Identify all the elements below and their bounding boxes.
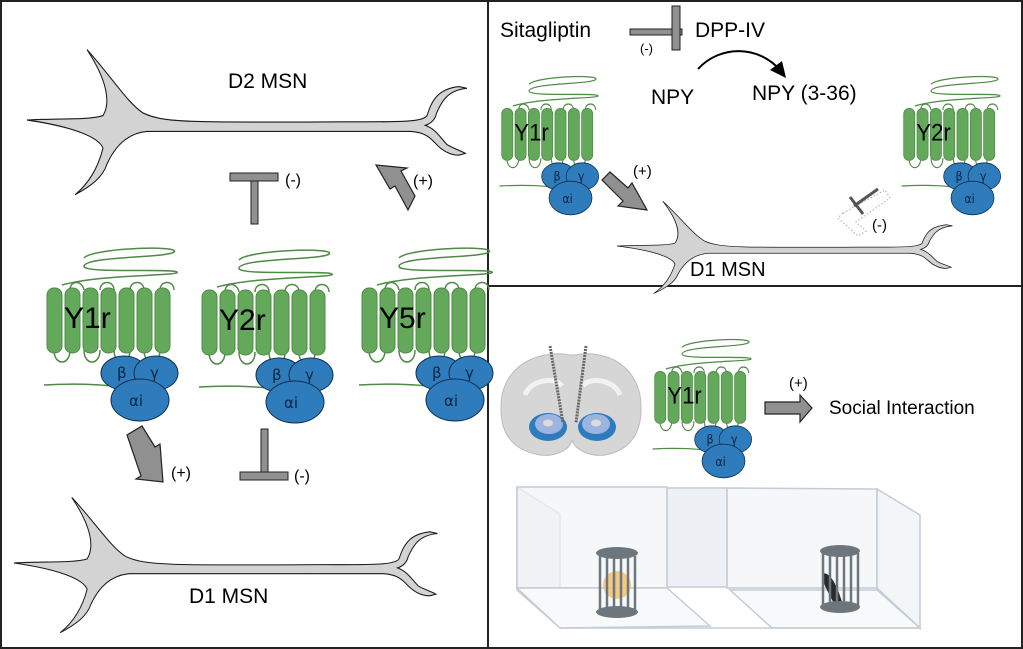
receptor-y1r-label: Y1r <box>667 382 702 409</box>
activation-arrow-social <box>764 393 813 424</box>
gbeta-label: β <box>707 432 714 447</box>
d1-msn-neuron <box>13 496 439 634</box>
gbeta-label: β <box>117 364 127 382</box>
gbeta-label: β <box>554 169 561 184</box>
effect-y1r-d1: (+) <box>171 465 191 482</box>
galpha-label: αi <box>562 191 572 206</box>
effect-sitagliptin: (-) <box>640 41 653 56</box>
receptor-y5r: Y5r β γ αi <box>358 247 494 422</box>
ggamma-label: γ <box>980 169 987 184</box>
three-chamber-apparatus <box>515 485 922 630</box>
cage-with-object-icon <box>596 547 638 618</box>
effect-y5r-d2: (+) <box>413 173 433 190</box>
panel-left: D2 MSN (-) (+) Y1r β γ αi Y2r β γ αi <box>13 49 494 634</box>
receptor-y1r: Y1r β γ αi <box>43 247 179 422</box>
activation-arrow-y1r-d1 <box>126 425 164 483</box>
ggamma-label: γ <box>731 432 738 447</box>
npy-3-36-label: NPY (3-36) <box>752 82 857 105</box>
cleavage-arrow <box>697 50 781 71</box>
d2-msn-label: D2 MSN <box>228 70 307 93</box>
effect-y1r-top-right: (+) <box>633 163 652 180</box>
ggamma-label: γ <box>578 169 585 184</box>
effect-y2r-d1: (-) <box>294 468 310 485</box>
cage-with-mouse-icon <box>820 545 860 613</box>
panel-bottom-right: Y1r β γ αi (+) Social Interaction <box>500 338 975 630</box>
panel-top-right: Sitagliptin (-) DPP-IV NPY NPY (3-36) Y1… <box>498 5 1002 294</box>
inhibition-sitagliptin-dppiv <box>629 5 683 51</box>
receptor-y1r-label: Y1r <box>514 119 549 146</box>
activation-arrow-y1r-d1-top-right <box>601 171 649 211</box>
inhibition-y2r-d1 <box>239 428 289 481</box>
effect-social: (+) <box>789 375 808 392</box>
brain-section-icon <box>500 345 642 456</box>
ggamma-label: γ <box>305 366 314 384</box>
galpha-label: αi <box>444 392 458 410</box>
gbeta-label: β <box>956 169 963 184</box>
inhibition-y2r-d2 <box>229 172 279 225</box>
receptor-y2r-label: Y2r <box>916 119 951 146</box>
cleavage-arrowhead <box>770 61 786 78</box>
d1-msn-neuron-top-right <box>616 200 953 294</box>
social-interaction-label: Social Interaction <box>829 398 975 419</box>
npy-label: NPY <box>651 86 694 109</box>
receptor-y1r-top-right: Y1r β γ αi <box>498 75 600 216</box>
galpha-label: αi <box>284 394 298 412</box>
receptor-y2r-label: Y2r <box>219 304 266 337</box>
ggamma-label: γ <box>150 364 159 382</box>
d1-msn-label-top-right: D1 MSN <box>690 259 766 281</box>
ggamma-label: γ <box>465 364 474 382</box>
effect-y2r-top-right: (-) <box>872 217 887 234</box>
receptor-y2r: Y2r β γ αi <box>198 249 334 424</box>
galpha-label: αi <box>715 454 725 469</box>
effect-y2r-d2: (-) <box>285 172 301 189</box>
receptor-y1r-bottom-right: Y1r β γ αi <box>651 338 753 479</box>
d1-msn-label: D1 MSN <box>189 585 268 608</box>
receptor-y5r-label: Y5r <box>379 302 426 335</box>
gbeta-label: β <box>432 364 442 382</box>
gbeta-label: β <box>272 366 282 384</box>
galpha-label: αi <box>964 191 974 206</box>
dppiv-label: DPP-IV <box>695 19 765 42</box>
galpha-label: αi <box>129 392 143 410</box>
activation-arrow-y5r-d2 <box>374 164 416 212</box>
sitagliptin-label: Sitagliptin <box>500 19 591 42</box>
inhibition-y2r-d1-dashed <box>837 187 891 237</box>
receptor-y2r-top-right: Y2r β γ αi <box>900 75 1002 216</box>
receptor-y1r-label: Y1r <box>64 302 111 335</box>
